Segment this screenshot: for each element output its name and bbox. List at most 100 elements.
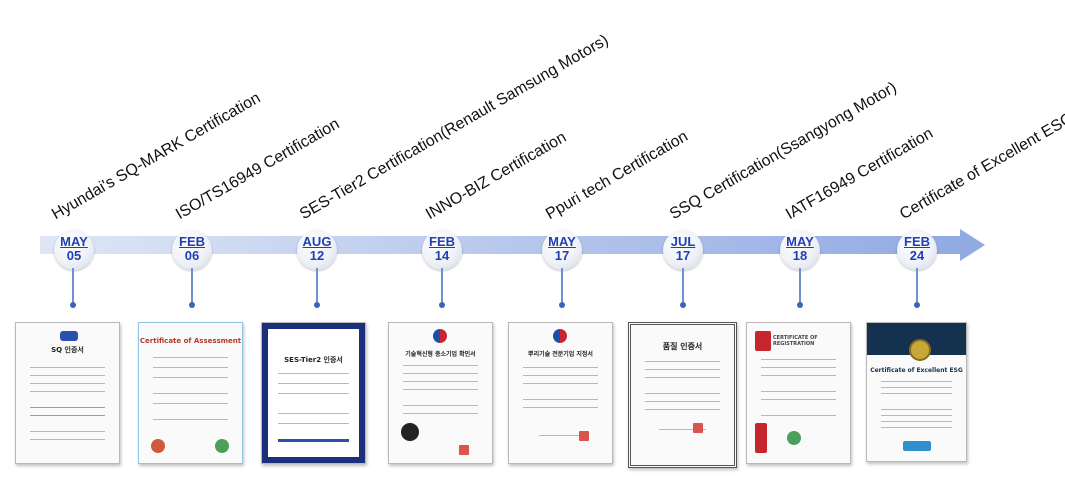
text-line [30,383,105,384]
text-line [645,409,720,410]
connector-dot [914,302,920,308]
certificate-heading: Certificate of Excellent ESG [870,367,963,374]
text-line [30,391,105,392]
text-line [30,407,105,408]
certificate-thumbnail: 뿌리기술 전문기업 지정서 [508,322,613,464]
text-line [30,415,105,416]
milestone-month: MAY [60,234,88,249]
milestone-day: 17 [675,248,691,263]
text-line [278,423,349,424]
seal-icon [787,431,801,445]
text-line [278,413,349,414]
text-line [659,429,706,430]
text-line [523,375,598,376]
text-line [881,421,952,422]
milestone-day: 05 [66,248,82,263]
milestone-day: 24 [909,248,925,263]
logo-icon [60,331,78,341]
certificate-heading: Certificate of Assessment [139,337,242,345]
text-line [761,375,836,376]
certificate-thumbnail: Certificate of Excellent ESG [866,322,967,462]
date-circle [897,230,937,270]
connector-line [799,268,801,304]
text-line [645,401,720,402]
text-line [523,407,598,408]
emblem-icon [433,329,447,343]
text-line [30,367,105,368]
certificate-thumbnail: CERTIFICATE OF REGISTRATION [746,322,851,464]
text-line [153,419,228,420]
stamp-icon [579,431,589,441]
date-circle [297,230,337,270]
seal-icon [215,439,229,453]
date-circle [663,230,703,270]
milestone-day: 12 [309,248,325,263]
connector-dot [70,302,76,308]
certificate-thumbnail: 기술혁신형 중소기업 확인서 [388,322,493,464]
text-line [403,405,478,406]
text-line [153,357,228,358]
text-line [645,377,720,378]
text-line [881,427,952,428]
text-line [278,373,349,374]
milestone-month: FEB [904,234,930,249]
text-line [761,399,836,400]
milestone-month: MAY [548,234,576,249]
connector-line [191,268,193,304]
milestone-title: Hyundai's SQ-MARK Certification [49,89,264,224]
certificate-heading: 품질 인증서 [662,342,703,351]
text-line [403,373,478,374]
text-line [539,435,582,436]
text-line [523,367,598,368]
certificate-thumbnail: 품질 인증서 [628,322,737,468]
connector-line [916,268,918,304]
milestone-month: JUL [670,234,696,249]
connector-line [441,268,443,304]
text-line [153,403,228,404]
text-line [881,415,952,416]
connector-dot [439,302,445,308]
seal-icon [755,423,767,453]
text-line [403,413,478,414]
text-line [761,367,836,368]
text-line [761,359,836,360]
certificate-thumbnail: Certificate of Assessment [138,322,243,464]
text-line [278,439,349,442]
text-line [153,377,228,378]
emblem-icon [553,329,567,343]
connector-dot [797,302,803,308]
milestone-title: SSQ Certification(Ssangyong Motor) [667,79,900,224]
text-line [30,431,105,432]
milestone-day: 14 [434,248,450,263]
certificate-heading: 뿌리기술 전문기업 지정서 [528,351,593,358]
certificate-heading: 기술혁신형 중소기업 확인서 [405,351,476,358]
text-line [153,393,228,394]
connector-line [561,268,563,304]
text-line [761,391,836,392]
connector-dot [189,302,195,308]
medal-icon [909,339,931,361]
seal-icon [151,439,165,453]
text-line [403,365,478,366]
text-line [403,389,478,390]
text-line [881,393,952,394]
milestone-month: MAY [786,234,814,249]
text-line [645,369,720,370]
text-line [645,361,720,362]
date-circle [54,230,94,270]
timeline-arrow [40,229,985,261]
certificate-heading: CERTIFICATE OF REGISTRATION [773,335,818,347]
logo-icon [903,441,931,451]
text-line [881,381,952,382]
certificate-thumbnail: SQ 인증서 [15,322,120,464]
certificate-heading: SQ 인증서 [51,346,84,354]
text-line [645,393,720,394]
logo-icon [755,331,771,351]
text-line [761,415,836,416]
milestone-day: 18 [792,248,808,263]
milestone-day: 06 [184,248,200,263]
connector-line [682,268,684,304]
milestone-month: FEB [429,234,455,249]
date-circle [172,230,212,270]
date-circle [542,230,582,270]
